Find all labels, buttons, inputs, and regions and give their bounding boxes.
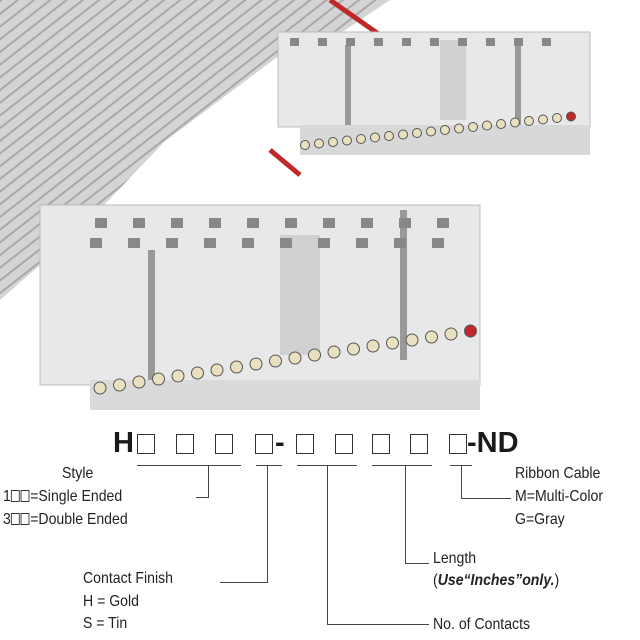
contact-pin [398,129,408,140]
contact-pin [444,327,458,341]
socket-hole [394,238,406,248]
contact-pin [342,135,352,146]
length-box-1 [372,434,390,454]
contact-pin [454,123,464,134]
contact-pin [308,348,321,362]
contact-pin [356,134,366,144]
contact-pin [113,378,126,392]
contact-pin [538,114,548,125]
finish-tin: S = Tin [83,615,128,632]
socket-hole [290,38,299,46]
socket-hole [399,218,411,228]
socket-hole [437,218,449,228]
socket-hole [432,238,444,248]
socket-hole [542,38,551,46]
contact-pin [288,351,302,365]
socket-hole [133,218,145,228]
style-box-3 [215,434,233,454]
length-note: (Use“Inches”only.) [433,572,560,589]
socket-hole [323,218,335,228]
connector-rear [277,31,591,155]
socket-hole [280,238,292,248]
socket-hole [285,218,297,228]
socket-hole [209,218,221,228]
contact-pin [425,330,438,344]
contact-pin [366,339,380,353]
contact-pin [386,336,399,350]
socket-hole [346,38,355,46]
socket-hole [318,38,327,46]
contact-pin [347,342,360,356]
contacts-title: No. of Contacts [433,616,531,633]
ribbon-multicolor: M=Multi-Color [515,488,604,505]
contact-pin [426,126,436,137]
socket-hole [204,238,216,248]
socket-hole [90,238,102,248]
length-box-2 [410,434,428,454]
contact-pin [210,363,224,377]
style-option-double: 3=Double Ended [3,511,128,528]
contact-pin [440,125,450,135]
contact-pin [314,138,324,149]
contact-pin [93,381,107,395]
finish-box [255,434,273,454]
contact-pin [384,131,394,141]
socket-hole [166,238,178,248]
contact-pin [171,369,185,383]
socket-hole [242,238,254,248]
contact-pin [328,137,338,147]
contacts-box-2 [335,434,353,454]
finish-gold: H = Gold [83,593,139,610]
contact-pin [249,357,263,371]
style-box-1 [137,434,155,454]
socket-hole [374,38,383,46]
socket-hole [95,218,107,228]
ribbon-title: Ribbon Cable [515,465,601,482]
contact-pin [412,128,422,138]
contact-pin [269,354,282,368]
socket-hole [356,238,368,248]
contact-pin [152,372,165,386]
ribbon-cable-assembly-image [0,0,640,410]
socket-hole [247,218,259,228]
contact-pin [524,116,534,126]
ribbon-gray: G=Gray [515,511,565,528]
contact-pin [482,120,492,131]
socket-hole [458,38,467,46]
contact-pin [464,324,477,338]
socket-hole [361,218,373,228]
socket-hole [430,38,439,46]
socket-hole [514,38,523,46]
part-prefix: H [113,427,134,459]
contact-pin [405,333,419,347]
length-title: Length [433,550,477,567]
contact-pin [496,119,506,129]
style-box-2 [176,434,194,454]
socket-hole [402,38,411,46]
contact-pin [230,360,243,374]
contact-pin [510,117,520,128]
contact-pin [468,122,478,132]
contact-pin [300,140,310,150]
connector-front [39,204,481,410]
socket-hole [171,218,183,228]
ribbon-box [449,434,467,454]
part-separator: - [275,427,285,459]
part-suffix: -ND [467,427,519,459]
contact-pin [327,345,341,359]
red-stripe [328,0,382,38]
socket-hole [486,38,495,46]
socket-hole [128,238,140,248]
contact-pin [191,366,204,380]
contact-pin [132,375,146,389]
contact-pin [552,113,562,123]
contacts-box-1 [296,434,314,454]
style-title: Style [62,465,94,482]
style-option-single: 1=Single Ended [3,488,123,505]
contact-finish-title: Contact Finish [83,570,173,587]
contact-pin [370,132,380,143]
socket-hole [318,238,330,248]
contact-pin [566,111,576,122]
